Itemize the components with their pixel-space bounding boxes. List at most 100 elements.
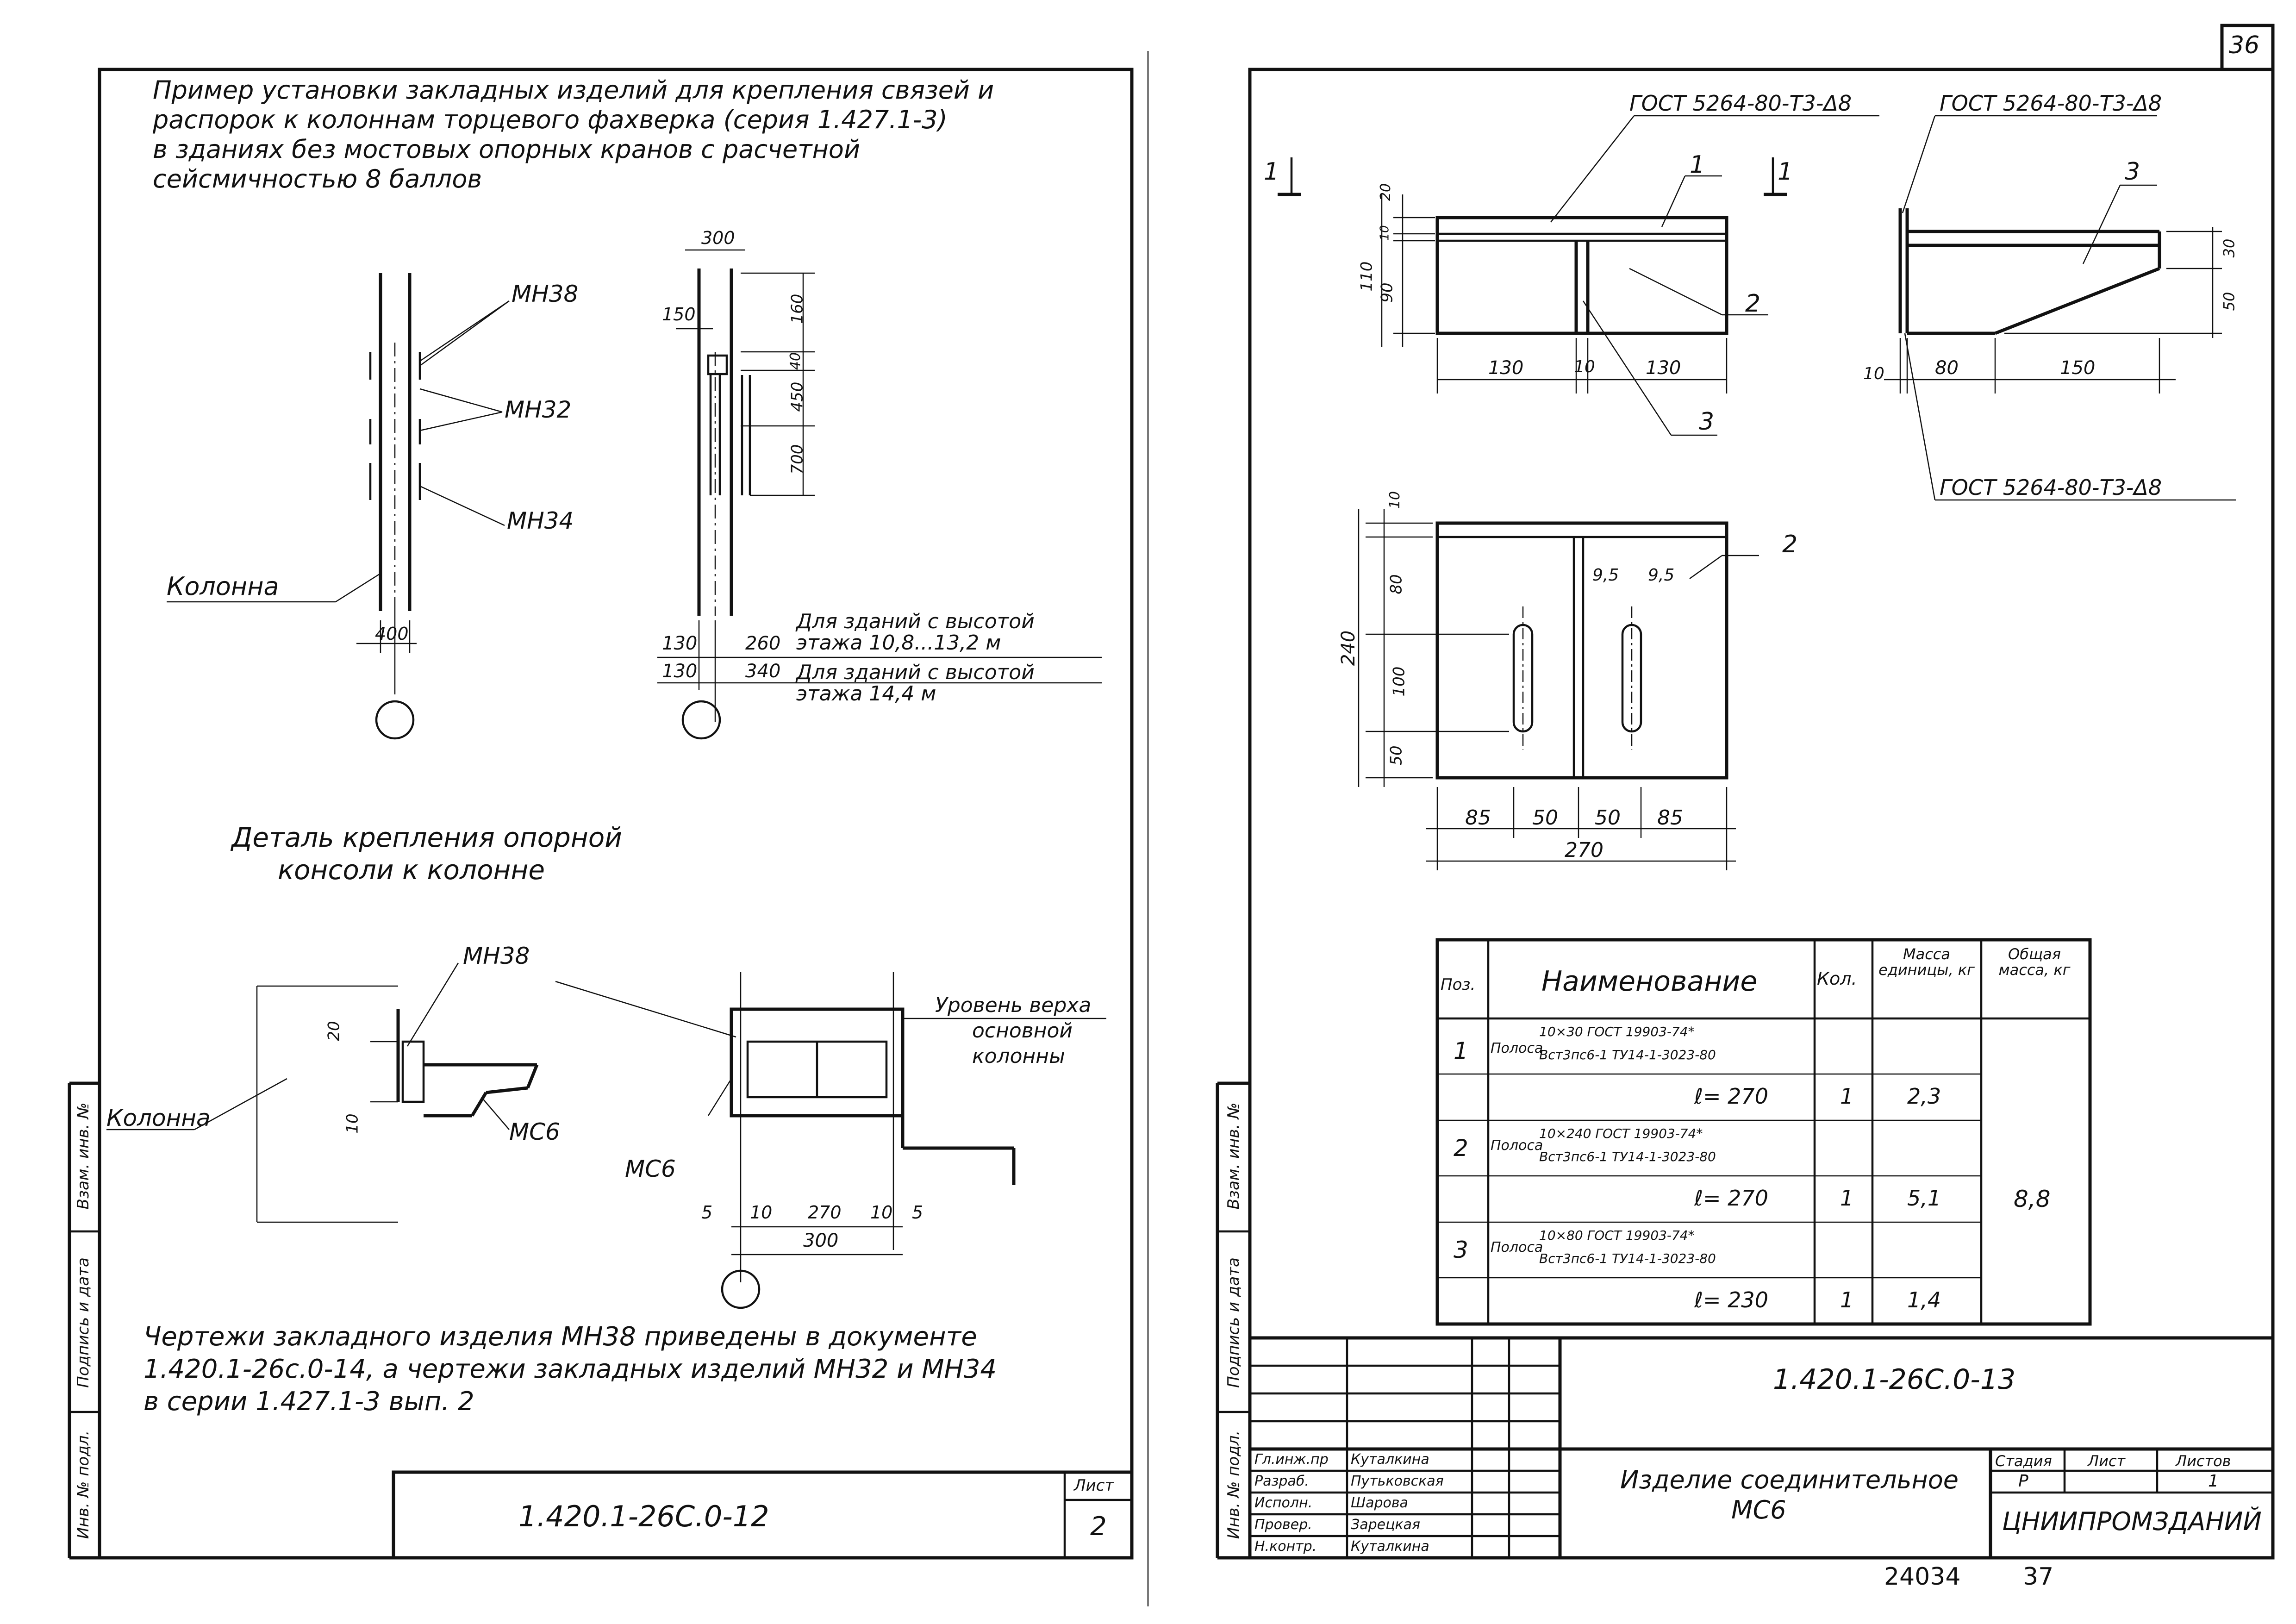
spec-row-1-mass: 2,3 [1907, 1084, 1941, 1109]
side-dim-50: 50 [2220, 292, 2238, 311]
gost-side-bottom: ГОСТ 5264-80-Т3-Δ8 [1940, 475, 2162, 500]
side-dim-150: 150 [2060, 357, 2096, 379]
callout-3-front: 3 [1699, 408, 1715, 436]
front-dim-130-b: 130 [1646, 357, 1681, 379]
gost-top: ГОСТ 5264-80-Т3-Δ8 [1629, 91, 1852, 116]
plate-slot-b: 9,5 [1648, 566, 1675, 585]
side-dim-80: 80 [1935, 357, 1959, 379]
spec-row-3-pos: 3 [1454, 1237, 1468, 1263]
tb-sheet-label: Лист [2088, 1452, 2126, 1470]
plate-dim-270: 270 [1565, 838, 1603, 862]
detail-label-mc6-b: МС6 [625, 1156, 676, 1182]
spec-row-1-name: Полоса [1491, 1040, 1543, 1056]
left-stamp-code: 1.420.1-26С.0-12 [518, 1499, 769, 1533]
height-note-2-text: Для зданий с высотой этажа 14,4 м [796, 661, 1035, 706]
footer-page: 37 [2023, 1563, 2054, 1591]
height-note-1-text: Для зданий с высотой этажа 10,8...13,2 м [796, 610, 1035, 655]
height-note-1-a: 130 [662, 633, 698, 654]
dim-160: 160 [788, 294, 807, 324]
callout-1: 1 [1690, 151, 1705, 179]
plate-slot-a: 9,5 [1592, 566, 1619, 585]
spec-header-name: Наименование [1541, 965, 1758, 998]
spec-row-3-qty: 1 [1840, 1287, 1854, 1312]
front-dim-110: 110 [1357, 261, 1376, 292]
label-mn32: МН32 [505, 396, 572, 423]
tb-stage-label: Стадия [1995, 1452, 2052, 1470]
tb-sheets-label: Листов [2176, 1452, 2231, 1470]
spec-total-mass: 8,8 [2014, 1186, 2051, 1212]
label-column: Колонна [167, 572, 279, 601]
plate-dim-50-a: 50 [1532, 806, 1558, 830]
dim-40: 40 [787, 352, 804, 370]
plate-dim-10: 10 [1387, 491, 1404, 509]
detail-bottom-total: 300 [803, 1230, 839, 1251]
spec-header-total-mass: Общая масса, кг [1998, 945, 2071, 979]
spec-row-3-name: Полоса [1491, 1239, 1543, 1255]
section-mark-left: 1 [1264, 158, 1279, 186]
top-level-line-3: колонны [972, 1044, 1065, 1068]
note-line-1: Чертежи закладного изделия МН38 приведен… [144, 1322, 977, 1352]
tb-role-3: Исполн. [1254, 1495, 1313, 1511]
label-mn38: МН38 [512, 281, 579, 307]
detail-dim-10: 10 [343, 1113, 362, 1134]
plate-dim-240: 240 [1338, 630, 1360, 666]
left-title-line-3: в зданиях без мостовых опорных кранов с … [153, 135, 861, 164]
front-dim-10-w: 10 [1574, 357, 1595, 376]
plate-dim-85-a: 85 [1465, 806, 1491, 830]
spec-header-qty: Кол. [1817, 968, 1857, 989]
front-dim-130-a: 130 [1488, 357, 1524, 379]
spec-row-2-spec-top: 10×240 ГОСТ 19903-74* [1539, 1126, 1703, 1141]
page-number: 36 [2229, 31, 2260, 59]
tb-person-3: Шарова [1351, 1495, 1408, 1511]
left-title-line-1: Пример установки закладных изделий для к… [153, 75, 994, 105]
spec-row-3-spec-top: 10×80 ГОСТ 19903-74* [1539, 1228, 1695, 1243]
dim-450: 450 [788, 381, 807, 412]
height-note-1-b: 260 [745, 633, 781, 654]
plate-dim-80: 80 [1387, 574, 1406, 594]
tb-person-5: Куталкина [1351, 1538, 1429, 1555]
dim-400: 400 [375, 624, 409, 644]
spec-row-1-length: ℓ= 270 [1694, 1084, 1768, 1109]
spec-row-1-qty: 1 [1840, 1084, 1854, 1109]
front-dim-10: 10 [1378, 225, 1392, 241]
spec-row-1-spec-top: 10×30 ГОСТ 19903-74* [1539, 1024, 1695, 1039]
spec-row-3-length: ℓ= 230 [1694, 1287, 1768, 1312]
note-line-2: 1.420.1-26с.0-14, а чертежи закладных из… [144, 1354, 997, 1384]
detail-bottom-dim-3: 270 [808, 1202, 842, 1223]
tb-person-4: Зарецкая [1351, 1517, 1421, 1533]
detail-dim-20: 20 [324, 1021, 343, 1041]
spec-header-pos: Поз. [1441, 975, 1476, 994]
top-level-line-2: основной [972, 1019, 1073, 1043]
spec-row-2-spec-bottom: Вст3пс6-1 ТУ14-1-3023-80 [1539, 1149, 1716, 1164]
right-side-stamp-2: Подпись и дата [1224, 1257, 1243, 1388]
right-side-stamp-3: Инв. № подл. [1224, 1430, 1243, 1539]
detail-bottom-dim-5: 5 [912, 1202, 923, 1223]
dim-700: 700 [788, 444, 807, 475]
tb-sheets: 1 [2208, 1472, 2219, 1491]
tb-item-name-1: Изделие соединительное [1620, 1465, 1959, 1494]
plate-dim-50-b: 50 [1595, 806, 1621, 830]
spec-row-1-pos: 1 [1454, 1037, 1468, 1064]
detail-label-mc6-a: МС6 [509, 1118, 560, 1145]
detail-title-line-2: консоли к колонне [278, 854, 545, 886]
tb-role-4: Провер. [1254, 1517, 1312, 1533]
left-stamp-sheet-label: Лист [1074, 1476, 1114, 1495]
front-dim-20: 20 [1378, 183, 1394, 201]
left-side-stamp-1: Взам. инв. № [74, 1102, 93, 1210]
dim-150: 150 [662, 304, 696, 325]
spec-row-3-mass: 1,4 [1907, 1287, 1941, 1312]
tb-person-2: Путьковская [1351, 1473, 1444, 1489]
height-note-2-a: 130 [662, 661, 698, 682]
detail-title-line-1: Деталь крепления опорной [231, 822, 622, 853]
gost-side-top: ГОСТ 5264-80-Т3-Δ8 [1940, 91, 2162, 116]
spec-header-unit-mass: Масса единицы, кг [1878, 945, 1975, 979]
section-mark-right: 1 [1778, 158, 1793, 186]
left-side-stamp-3: Инв. № подл. [74, 1430, 93, 1539]
label-mn34: МН34 [507, 507, 574, 534]
tb-role-2: Разраб. [1254, 1473, 1309, 1489]
callout-3-side: 3 [2125, 158, 2140, 186]
tb-person-1: Куталкина [1351, 1451, 1429, 1468]
tb-role-5: Н.контр. [1254, 1538, 1317, 1555]
left-stamp-sheet-no: 2 [1090, 1512, 1107, 1542]
